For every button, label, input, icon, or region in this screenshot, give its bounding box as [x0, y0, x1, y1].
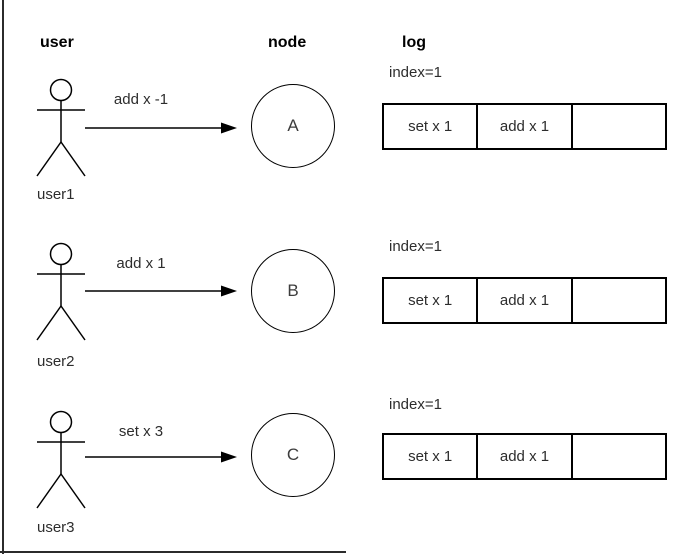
log-cell: add x 1	[478, 435, 573, 478]
column-header-node: node	[268, 34, 307, 51]
log-table: set x 1 add x 1	[382, 103, 667, 150]
right-arrow-icon	[85, 449, 237, 465]
left-edge-line	[2, 0, 4, 554]
bottom-edge-line	[0, 551, 346, 553]
log-cell: add x 1	[478, 105, 573, 148]
log-table: set x 1 add x 1	[382, 277, 667, 324]
log-index-label: index=1	[389, 396, 442, 413]
user-name-label: user2	[37, 353, 75, 370]
log-cell: set x 1	[384, 105, 479, 148]
right-arrow-icon	[85, 120, 237, 136]
stick-figure-icon	[28, 242, 94, 344]
user-name-label: user3	[37, 519, 75, 536]
log-cell	[573, 435, 665, 478]
log-cell	[573, 279, 665, 322]
column-header-log: log	[402, 34, 426, 51]
node-circle: A	[251, 84, 335, 168]
stick-figure-icon	[28, 78, 94, 180]
node-label: B	[287, 281, 299, 300]
log-index-label: index=1	[389, 64, 442, 81]
log-index-label: index=1	[389, 238, 442, 255]
node-label: C	[286, 445, 300, 464]
command-label: add x 1	[116, 255, 166, 272]
column-header-user: user	[40, 34, 74, 51]
user-name-label: user1	[37, 186, 75, 203]
node-circle: C	[251, 413, 335, 497]
stick-figure-icon	[28, 410, 94, 512]
right-arrow-icon	[85, 283, 237, 299]
node-label: A	[287, 116, 299, 135]
log-cell: add x 1	[478, 279, 573, 322]
log-table: set x 1 add x 1	[382, 433, 667, 480]
node-circle: B	[251, 249, 335, 333]
log-cell: set x 1	[384, 279, 479, 322]
log-cell	[573, 105, 665, 148]
log-cell: set x 1	[384, 435, 479, 478]
command-label: add x -1	[113, 91, 169, 108]
command-label: set x 3	[118, 423, 164, 440]
